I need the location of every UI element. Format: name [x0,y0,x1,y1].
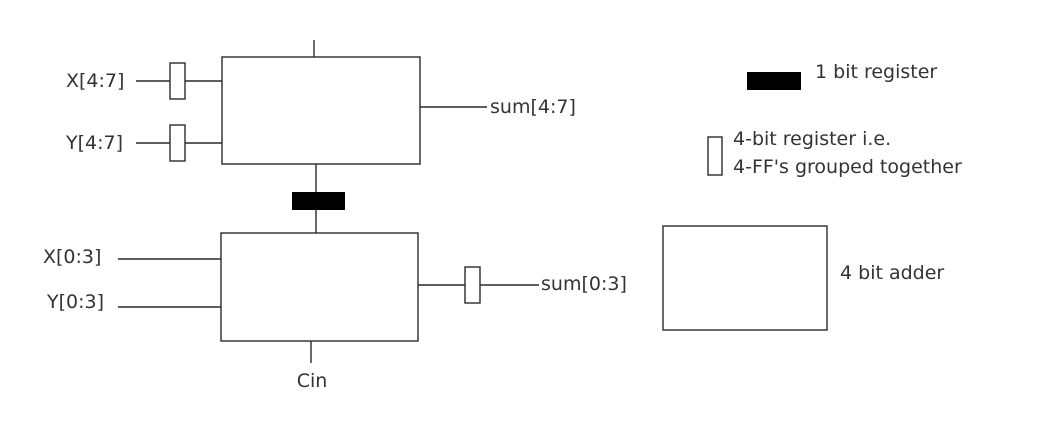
y-high-label: Y[4:7] [65,132,123,154]
carry-1bit-register [292,192,345,210]
legend-1bit-register-symbol [747,72,801,90]
x-high-label: X[4:7] [66,70,124,92]
lower-adder-block [220,232,419,342]
carry-in-label: Cin [297,370,328,392]
legend-4bit-register-label-line2: 4-FF's grouped together [733,156,962,178]
legend-4bit-adder-label: 4 bit adder [840,262,944,284]
legend-1bit-register-label: 1 bit register [815,61,937,83]
x-high-4bit-register [169,62,186,100]
y-low-label: Y[0:3] [46,291,104,313]
legend-4bit-register-label-line1: 4-bit register i.e. [733,128,891,150]
upper-adder-block [221,56,421,165]
x-low-label: X[0:3] [43,246,101,268]
sum-low-4bit-register [464,266,481,304]
sum-high-label: sum[4:7] [490,96,576,118]
legend-4bit-adder-symbol [662,225,828,331]
legend-4bit-register-symbol [707,136,723,176]
sum-low-label: sum[0:3] [541,273,627,295]
y-high-4bit-register [169,124,186,162]
